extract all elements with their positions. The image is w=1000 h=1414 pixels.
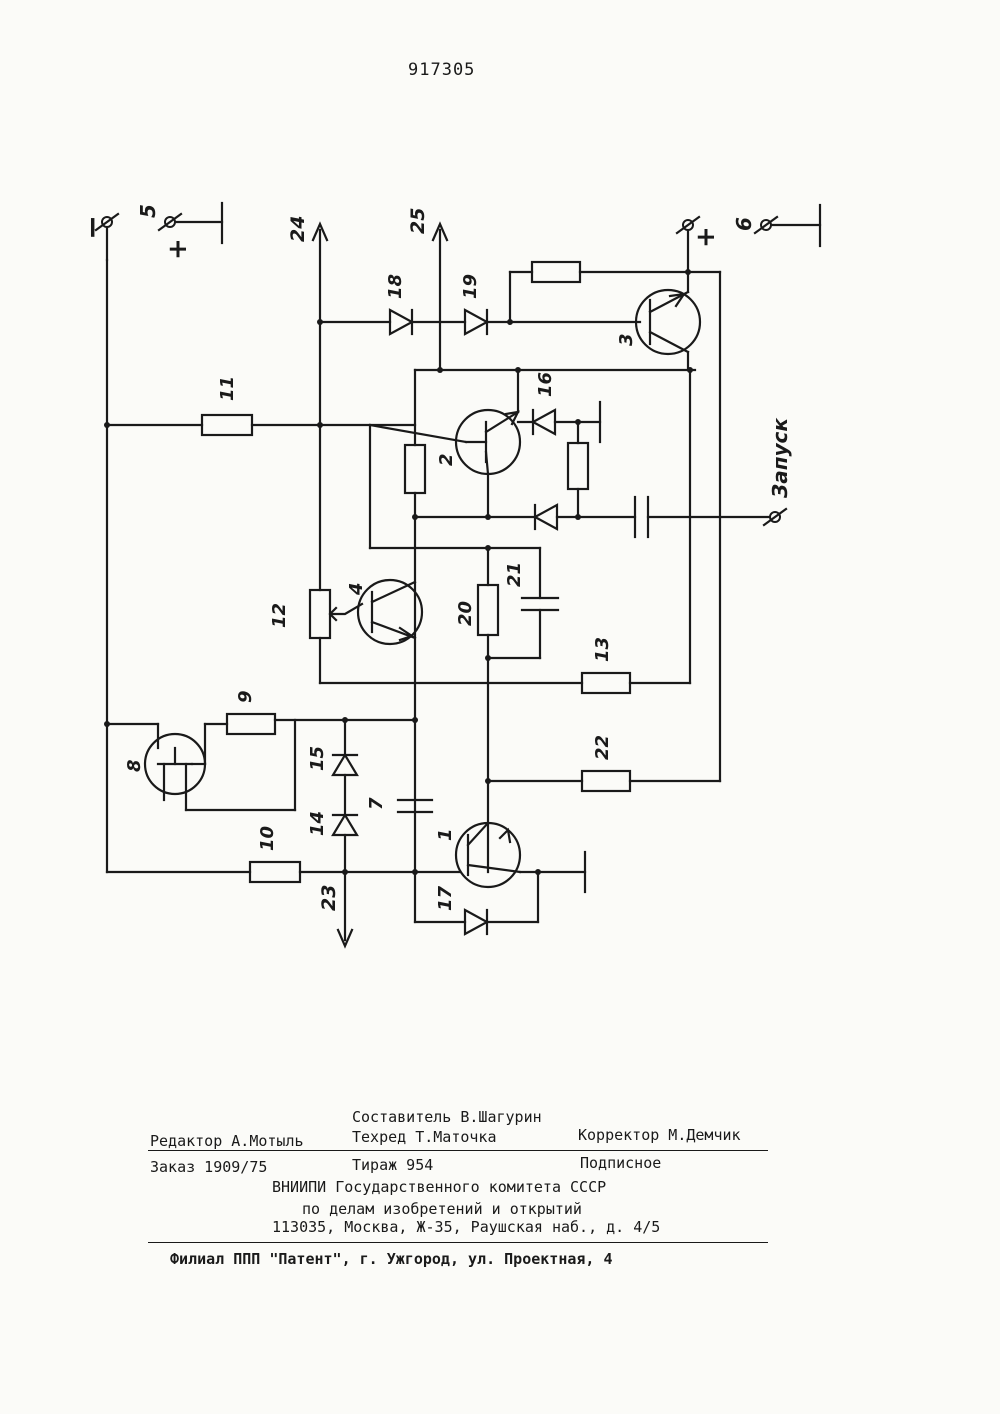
- label-d15: 15: [307, 746, 328, 771]
- organization-line-2: по делам изобретений и открытий: [302, 1200, 582, 1218]
- label-r13: 13: [592, 637, 613, 662]
- label-c7: 7: [366, 797, 387, 810]
- terminal-5-plus: +: [163, 238, 193, 260]
- label-d19: 19: [460, 274, 481, 299]
- circuit-schematic: − 5 + + 6 11 24 25 18 19: [0, 0, 1000, 1100]
- label-r10: 10: [257, 826, 278, 851]
- terminal-24: 24: [287, 216, 309, 242]
- label-q2: 2: [436, 453, 457, 466]
- terminal-6-label: 6: [732, 217, 756, 231]
- label-q3: 3: [616, 333, 637, 346]
- terminal-5-minus: −: [75, 215, 110, 240]
- label-q8: 8: [124, 759, 145, 772]
- divider-bottom: [148, 1242, 768, 1243]
- label-r12: 12: [269, 603, 290, 628]
- compiler-line: Составитель В.Шагурин: [352, 1108, 542, 1126]
- label-d17: 17: [435, 885, 456, 911]
- subscription-line: Подписное: [580, 1154, 661, 1172]
- label-d14: 14: [307, 811, 328, 836]
- editor-line: Редактор А.Мотыль: [150, 1132, 304, 1150]
- label-r20: 20: [455, 601, 476, 626]
- corrector-line: Корректор М.Демчик: [578, 1126, 741, 1144]
- label-r22: 22: [592, 735, 613, 760]
- circulation-line: Тираж 954: [352, 1156, 433, 1174]
- address-line: 113035, Москва, Ж-35, Раушская наб., д. …: [272, 1218, 660, 1236]
- organization-line-1: ВНИИПИ Государственного комитета СССР: [272, 1178, 606, 1196]
- branch-line: Филиал ППП "Патент", г. Ужгород, ул. Про…: [170, 1250, 613, 1268]
- label-r11: 11: [217, 376, 238, 401]
- terminal-23: 23: [318, 885, 340, 911]
- terminal-5-label: 5: [136, 204, 160, 218]
- label-d18: 18: [385, 274, 406, 299]
- label-d16: 16: [535, 372, 556, 397]
- label-q1: 1: [435, 828, 456, 841]
- label-r9: 9: [235, 690, 256, 703]
- label-c21: 21: [504, 562, 525, 587]
- divider-top: [148, 1150, 768, 1151]
- techred-line: Техред Т.Маточка: [352, 1128, 497, 1146]
- transistor-4: [358, 580, 422, 644]
- terminal-6-plus: +: [691, 226, 721, 248]
- transistor-8: [145, 734, 205, 810]
- label-q4: 4: [346, 582, 367, 596]
- order-line: Заказ 1909/75: [150, 1158, 267, 1176]
- terminal-25: 25: [407, 208, 429, 234]
- terminal-start: Запуск: [768, 418, 792, 499]
- transistor-3: [636, 290, 700, 354]
